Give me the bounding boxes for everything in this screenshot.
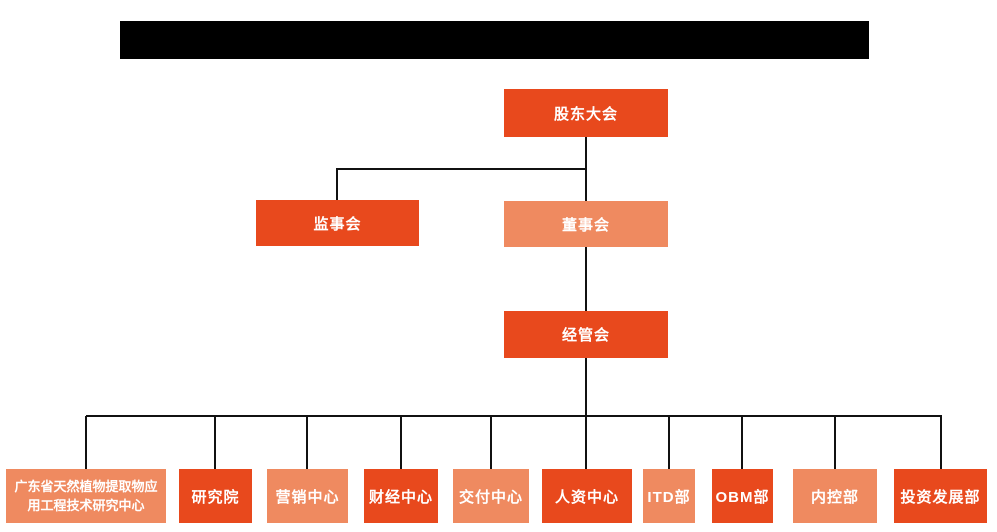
connector-drop-supervisory (336, 168, 338, 200)
org-node-research-institute: 研究院 (179, 469, 252, 523)
org-node-shareholders-meeting: 股东大会 (504, 89, 668, 137)
connector-drop-dept-6 (585, 416, 587, 469)
org-node-internal-control-dept: 内控部 (793, 469, 877, 523)
connector-drop-dept-5 (490, 416, 492, 469)
org-node-supervisory-board: 监事会 (256, 200, 419, 246)
connector-drop-dept-4 (400, 416, 402, 469)
org-node-guangdong-research-center: 广东省天然植物提取物应用工程技术研究中心 (6, 469, 166, 523)
org-node-investment-development-dept: 投资发展部 (894, 469, 987, 523)
org-node-board-of-directors: 董事会 (504, 201, 668, 247)
connector-drop-dept-3 (306, 416, 308, 469)
org-node-finance-center: 财经中心 (364, 469, 438, 523)
org-node-management-committee: 经管会 (504, 311, 668, 358)
connector-drop-dept-2 (214, 416, 216, 469)
redacted-title-bar (120, 21, 869, 59)
connector-drop-dept-10 (940, 416, 942, 469)
org-node-hr-center: 人资中心 (542, 469, 632, 523)
connector-board-to-management (585, 247, 587, 311)
org-node-itd-dept: ITD部 (643, 469, 695, 523)
connector-management-to-bus (585, 358, 587, 416)
connector-branch-supervisory (336, 168, 587, 170)
org-node-obm-dept: OBM部 (712, 469, 773, 523)
connector-drop-dept-1 (85, 416, 87, 469)
connector-drop-dept-7 (668, 416, 670, 469)
connector-drop-dept-8 (741, 416, 743, 469)
connector-departments-bus (86, 415, 942, 417)
org-node-delivery-center: 交付中心 (453, 469, 529, 523)
org-node-marketing-center: 营销中心 (267, 469, 348, 523)
connector-drop-dept-9 (834, 416, 836, 469)
